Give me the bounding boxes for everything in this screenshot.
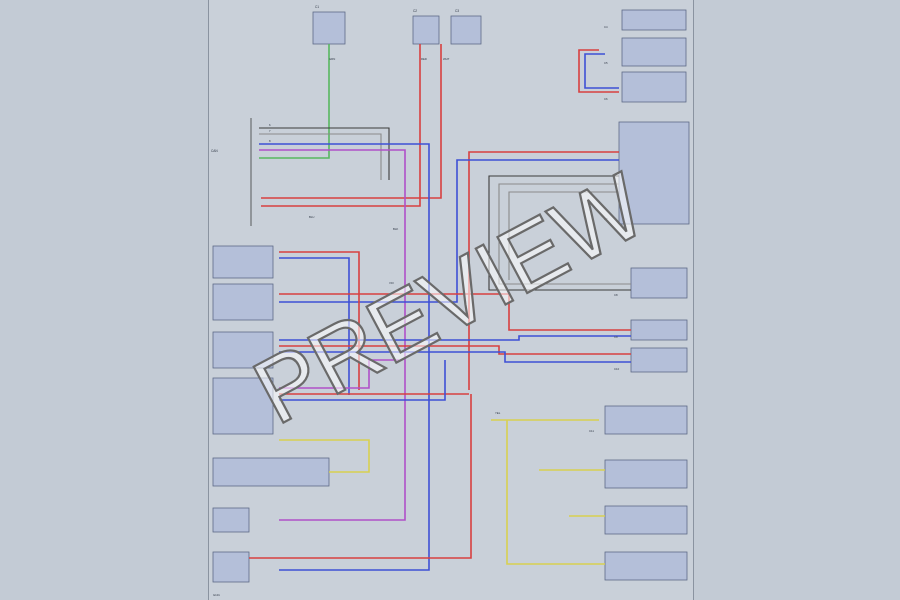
wire-red-1 [261,44,421,207]
label-blk: BLK [393,227,398,231]
left-connector: CAN [211,118,252,226]
module-left-3 [212,331,274,369]
label-c7: C7 [604,217,608,221]
wire-grey-center [498,183,631,285]
module-right-11 [604,551,688,581]
label-vio: VIO [389,281,395,285]
label-c10: C10 [614,367,620,371]
label-pin-8: 8 [269,139,271,143]
fuse-box-left [312,11,346,45]
label-c6: C6 [604,97,608,101]
label-pin-6: 6 [269,123,271,127]
label-ground: G101 [213,593,220,597]
label-c5: C5 [604,61,608,65]
wire-grey-1 [259,133,382,180]
wire-red-bottom-left [249,394,472,559]
module-right-9 [604,459,688,489]
fuse-box-mid-right [450,15,482,45]
label-grn: GRN [329,57,335,61]
connector-label: CAN [211,149,218,153]
fuse-box-mid-left [412,15,440,45]
wire-red-center [468,151,619,390]
wire-green-1 [259,44,330,159]
module-right-6 [630,319,688,341]
wire-yellow-1 [279,439,370,473]
module-right-7 [630,347,688,373]
module-right-10 [604,505,688,535]
label-yel: YEL [495,411,501,415]
module-right-5 [630,267,688,299]
label-red: RED [421,57,427,61]
wire-blue-center [279,159,619,303]
wire-black-1 [259,127,390,180]
module-right-8 [604,405,688,435]
wire-red-left-1 [279,251,360,390]
label-wht: WHT [443,57,450,61]
wire-red-left-2 [279,293,631,331]
label-pin-7: 7 [269,129,271,133]
module-left-7 [212,551,250,583]
label-blu: BLU [309,215,314,219]
wire-blue-bottom [279,360,446,401]
wire-violet-left [279,359,399,389]
label-c11: C11 [589,429,594,433]
label-c2: C2 [413,9,417,13]
label-c1: C1 [315,5,319,9]
wire-blue-left-3 [279,351,631,363]
wire-blue-main [259,143,430,571]
module-left-4 [212,377,274,435]
module-right-3 [621,71,687,103]
label-c3: C3 [455,9,459,13]
wire-blue-top-right [584,53,619,89]
wire-red-left-3 [279,345,631,355]
wiring-diagram: CAN C1 C2 C3 GRN RED WHT C4 C5 C6 C7 C8 … [211,5,690,597]
wire-grey-center-2 [508,191,619,280]
wire-violet-main [259,149,406,521]
wire-blue-left-1 [279,257,350,395]
module-left-1 [212,245,274,279]
module-right-2 [621,37,687,67]
wiring-diagram-sheet: CAN C1 C2 C3 GRN RED WHT C4 C5 C6 C7 C8 … [208,0,694,600]
central-control-module [618,121,690,225]
module-left-6 [212,507,250,533]
module-left-2 [212,283,274,321]
label-c4: C4 [604,25,608,29]
wire-yellow-3 [506,420,605,565]
wire-black-center [488,175,631,291]
module-right-1 [621,9,687,31]
label-c8: C8 [614,293,618,297]
module-left-5 [212,457,330,487]
wire-blue-left-2 [279,335,631,341]
wire-red-2 [261,44,442,199]
label-c9: C9 [614,335,618,339]
wire-red-top-right [578,49,619,93]
